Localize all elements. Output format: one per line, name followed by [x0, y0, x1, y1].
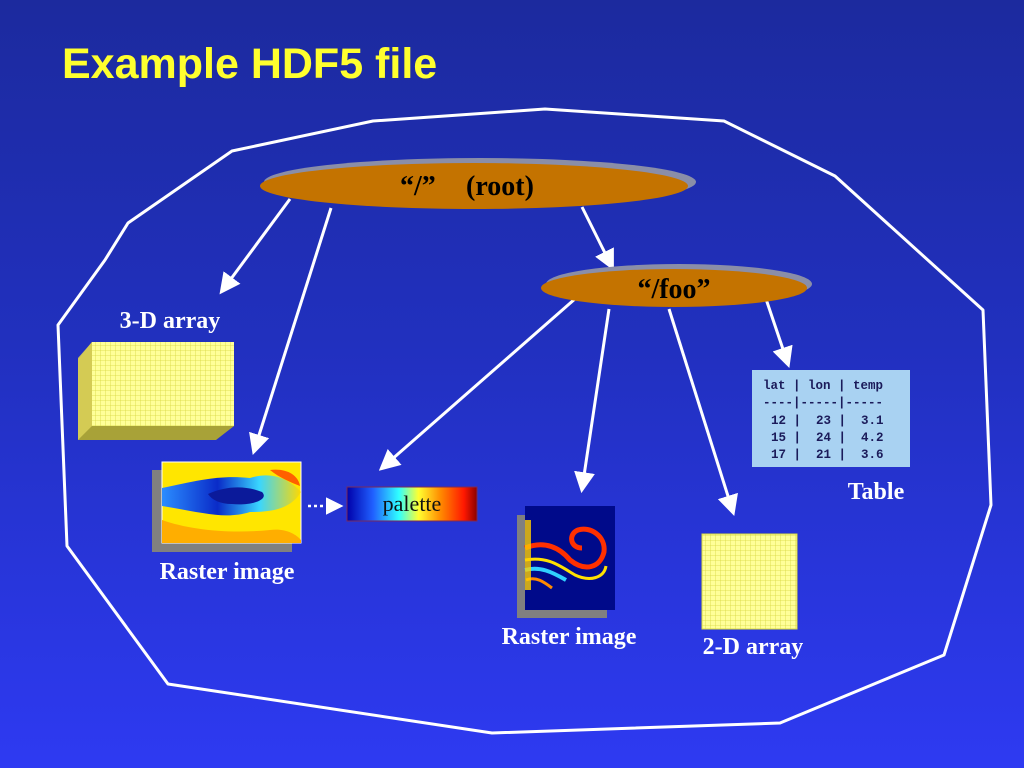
edge-root-raster1: [249, 207, 333, 456]
table-row: 17 | 21 | 3.6: [771, 448, 884, 462]
label-raster2: Raster image: [502, 624, 637, 650]
group-foo: “/foo”: [541, 264, 812, 307]
edge-root-foo: [580, 206, 614, 271]
table-dataset: lat | lon | temp ----|-----|----- 12 | 2…: [752, 370, 910, 505]
edge-foo-array2d: [667, 308, 738, 517]
raster-image-1: Raster image: [152, 461, 302, 585]
group-root: “/” (root): [260, 158, 696, 209]
label-array3d: 3-D array: [120, 308, 221, 334]
table-header: lat | lon | temp: [763, 379, 883, 393]
edge-foo-table: [763, 295, 793, 368]
edge-foo-raster2: [574, 308, 611, 494]
edges: [219, 198, 793, 517]
raster-image-2: Raster image: [502, 506, 637, 650]
edge-foo-palette: [378, 296, 577, 471]
table-row: 12 | 23 | 3.1: [771, 414, 884, 428]
table-separator: ----|-----|-----: [763, 396, 883, 410]
label-table: Table: [848, 479, 905, 505]
root-suffix: (root): [466, 171, 534, 202]
table-row: 15 | 24 | 4.2: [771, 431, 884, 445]
array-2d: 2-D array: [701, 533, 804, 660]
palette: palette: [346, 486, 478, 522]
slide-title: Example HDF5 file: [62, 40, 438, 88]
file-boundary: [56, 107, 993, 735]
label-array2d: 2-D array: [703, 634, 804, 660]
root-name: “/”: [400, 171, 436, 202]
label-palette: palette: [383, 491, 442, 516]
edge-root-array3d: [219, 198, 292, 295]
array-3d: 3-D array: [78, 308, 234, 440]
foo-name: “/foo”: [637, 274, 710, 305]
label-raster1: Raster image: [160, 559, 295, 585]
